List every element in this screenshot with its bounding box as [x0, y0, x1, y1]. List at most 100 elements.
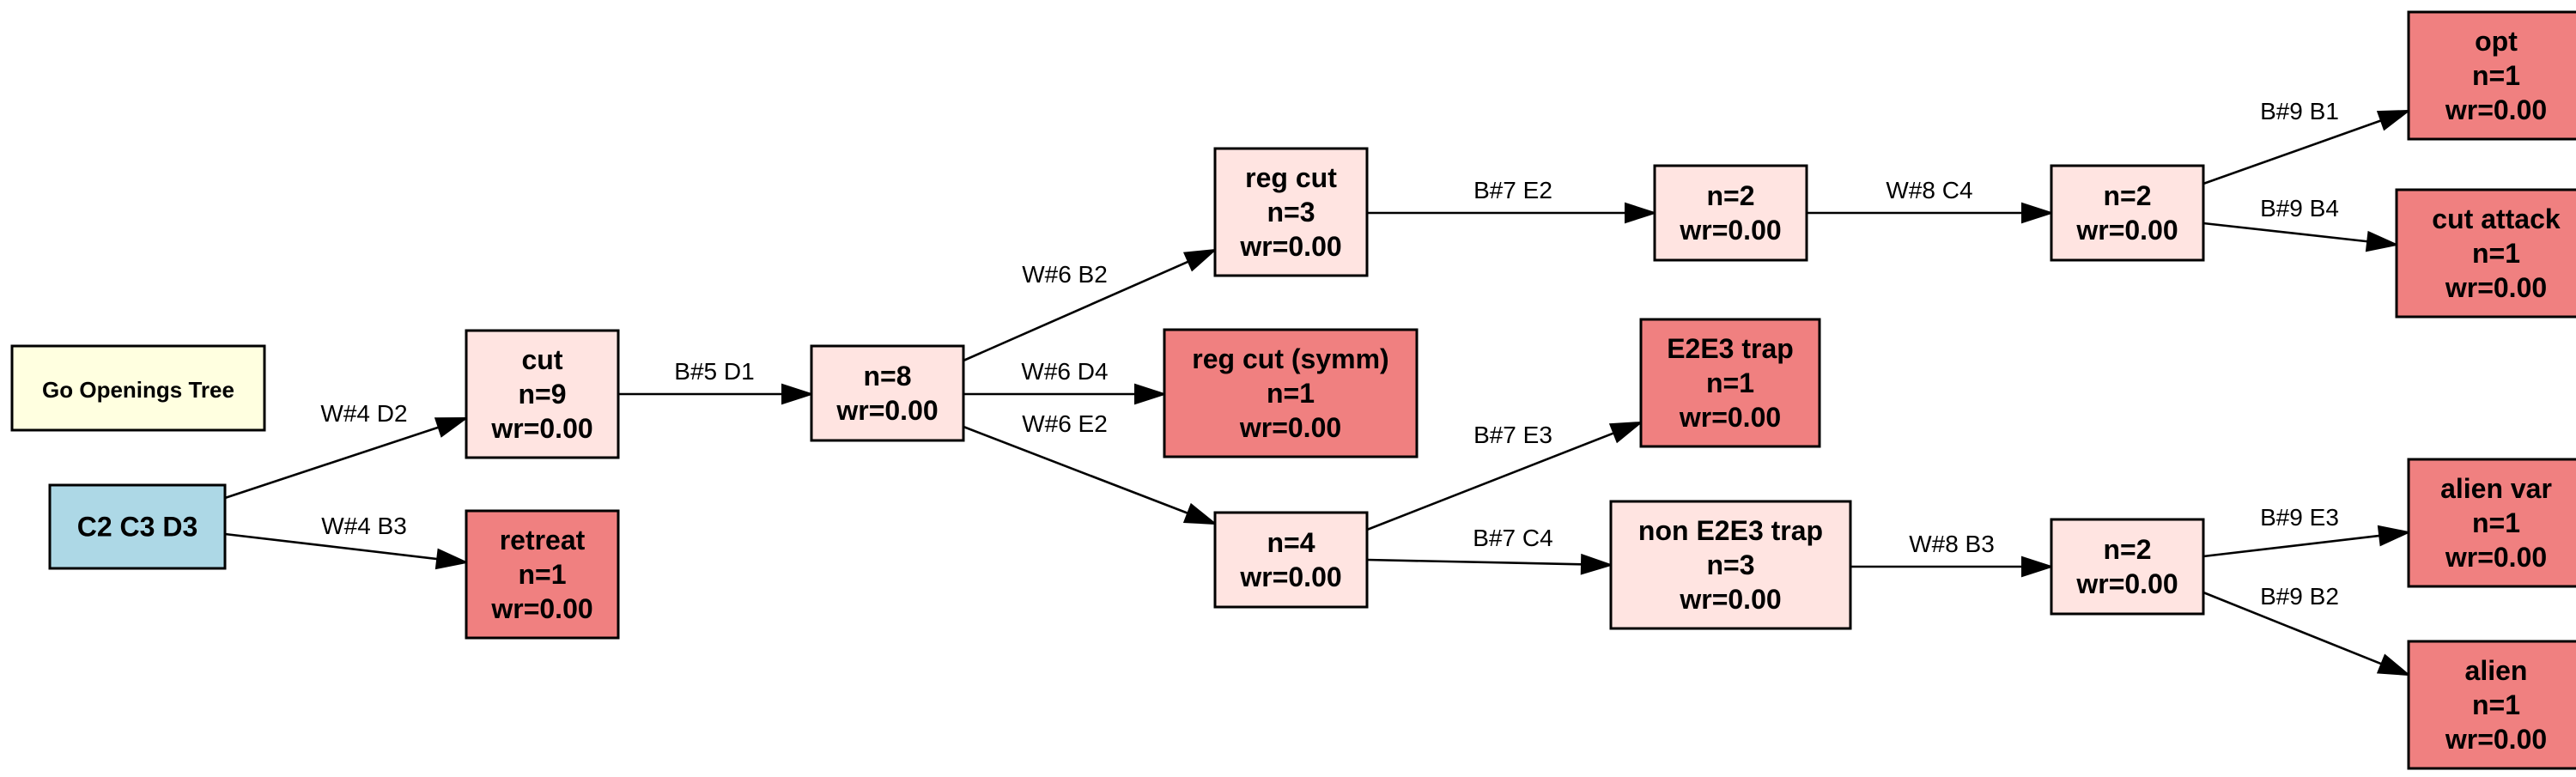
node-label-line: retreat	[500, 525, 586, 555]
node-box	[465, 509, 620, 640]
edge-label: W#6 D4	[1021, 358, 1108, 385]
node-label-line: n=3	[1267, 197, 1315, 228]
node-label-line: n=1	[2472, 507, 2520, 538]
node-root: C2 C3 D3	[48, 483, 227, 570]
node-label-line: wr=0.00	[490, 593, 592, 624]
node-label-line: reg cut (symm)	[1192, 343, 1388, 374]
edge-n2b-to-opt: B#9 B1	[2202, 98, 2412, 185]
node-n2b: n=2wr=0.00	[2050, 164, 2205, 262]
edge-label: B#9 B4	[2260, 195, 2339, 222]
node-label-line: n=9	[518, 379, 566, 410]
edge-label: W#8 C4	[1886, 177, 1972, 203]
edge-label: B#7 C4	[1473, 525, 1552, 551]
title-box	[10, 344, 266, 432]
edge-label: B#9 B1	[2260, 98, 2339, 124]
edge-n4-to-e2e3trap: B#7 E3	[1366, 421, 1644, 531]
edge-n2a-to-n2b: W#8 C4	[1807, 177, 2055, 224]
edge-label: W#8 B3	[1909, 531, 1995, 557]
arrowhead-icon	[434, 416, 470, 438]
arrowhead-icon	[1625, 202, 1658, 224]
node-label-line: cut attack	[2432, 203, 2561, 234]
node-label-line: wr=0.00	[2445, 542, 2547, 573]
edge-n8-to-n4: W#6 E2	[963, 410, 1218, 525]
edge-line	[1366, 558, 1583, 566]
node-box	[1163, 328, 1419, 458]
edge-label: W#6 B2	[1022, 261, 1108, 288]
arrowhead-icon	[434, 548, 470, 570]
arrowhead-icon	[2021, 202, 2055, 224]
edge-root-to-retreat: W#4 B3	[224, 513, 470, 570]
node-retreat: retreat n=1wr=0.00	[465, 509, 620, 640]
node-label-line: non E2E3 trap	[1638, 515, 1823, 546]
node-label-line: n=1	[518, 559, 566, 590]
arrowhead-icon	[2377, 525, 2412, 547]
node-box	[2050, 164, 2205, 262]
node-label-line: wr=0.00	[490, 413, 592, 444]
node-label-line: n=1	[2472, 238, 2520, 269]
node-label-line: wr=0.00	[1679, 402, 1781, 433]
node-label-line: wr=0.00	[2075, 568, 2178, 599]
node-label-line: wr=0.00	[2445, 272, 2547, 303]
node-label-line: n=4	[1267, 527, 1315, 558]
node-label-line: n=1	[2472, 689, 2520, 720]
edge-n8-to-regcut: W#6 B2	[963, 248, 1218, 362]
node-label-line: wr=0.00	[835, 395, 938, 426]
node-label-line: wr=0.00	[1679, 584, 1781, 615]
node-box	[1213, 511, 1369, 609]
node-label-line: alien var	[2440, 473, 2552, 504]
node-box	[1213, 147, 1369, 277]
edge-n4-to-nonE2E3: B#7 C4	[1366, 525, 1614, 575]
node-label-line: wr=0.00	[2445, 724, 2547, 755]
arrowhead-icon	[2365, 230, 2400, 252]
edge-label: W#4 B3	[321, 513, 407, 539]
edge-root-to-cut: W#4 D2	[224, 400, 470, 500]
edge-line	[2202, 119, 2382, 185]
node-label-line: n=1	[1267, 378, 1315, 409]
node-box	[2395, 188, 2576, 319]
edge-label: W#6 E2	[1022, 410, 1108, 437]
node-box	[48, 483, 227, 570]
node-label-line: E2E3 trap	[1667, 333, 1794, 364]
node-label-line: cut	[522, 344, 563, 375]
node-n8: n=8wr=0.00	[810, 344, 965, 442]
edge-nonE2E3-to-n2c: W#8 B3	[1850, 531, 2055, 578]
edge-label: B#9 B2	[2260, 583, 2339, 610]
arrowhead-icon	[1580, 553, 1614, 575]
node-n2a: n=2wr=0.00	[1653, 164, 1808, 262]
arrowhead-icon	[1182, 502, 1218, 525]
arrowhead-icon	[1134, 383, 1168, 405]
edge-line	[963, 260, 1189, 362]
node-label-line: n=2	[1706, 180, 1754, 211]
arrowhead-icon	[2376, 653, 2412, 677]
node-box	[2407, 640, 2576, 770]
arrowhead-icon	[1182, 248, 1218, 272]
edge-line	[963, 425, 1188, 514]
node-box	[1639, 318, 1821, 448]
node-label-line: wr=0.00	[2445, 94, 2547, 125]
edges-layer: W#4 D2 W#4 B3 B#5 D1 W#6 B2 W#6 D4 W#6 E2 B#7 …	[224, 98, 2412, 677]
node-n4: n=4wr=0.00	[1213, 511, 1369, 609]
arrowhead-icon	[781, 383, 815, 405]
node-box	[2407, 10, 2576, 141]
edge-line	[2202, 222, 2368, 243]
node-label-line: n=3	[1706, 549, 1754, 580]
node-box	[465, 329, 620, 459]
edge-label: B#9 E3	[2260, 504, 2339, 531]
node-label-line: n=2	[2103, 534, 2151, 565]
edge-cut-to-n8: B#5 D1	[618, 358, 815, 405]
node-label-line: opt	[2475, 26, 2518, 57]
node-n2c: n=2wr=0.00	[2050, 518, 2205, 616]
node-cut: cut n=9wr=0.00	[465, 329, 620, 459]
node-label-line: alien	[2465, 655, 2528, 686]
edge-line	[2202, 591, 2382, 665]
arrowhead-icon	[1608, 421, 1644, 444]
edge-line	[2202, 534, 2380, 558]
